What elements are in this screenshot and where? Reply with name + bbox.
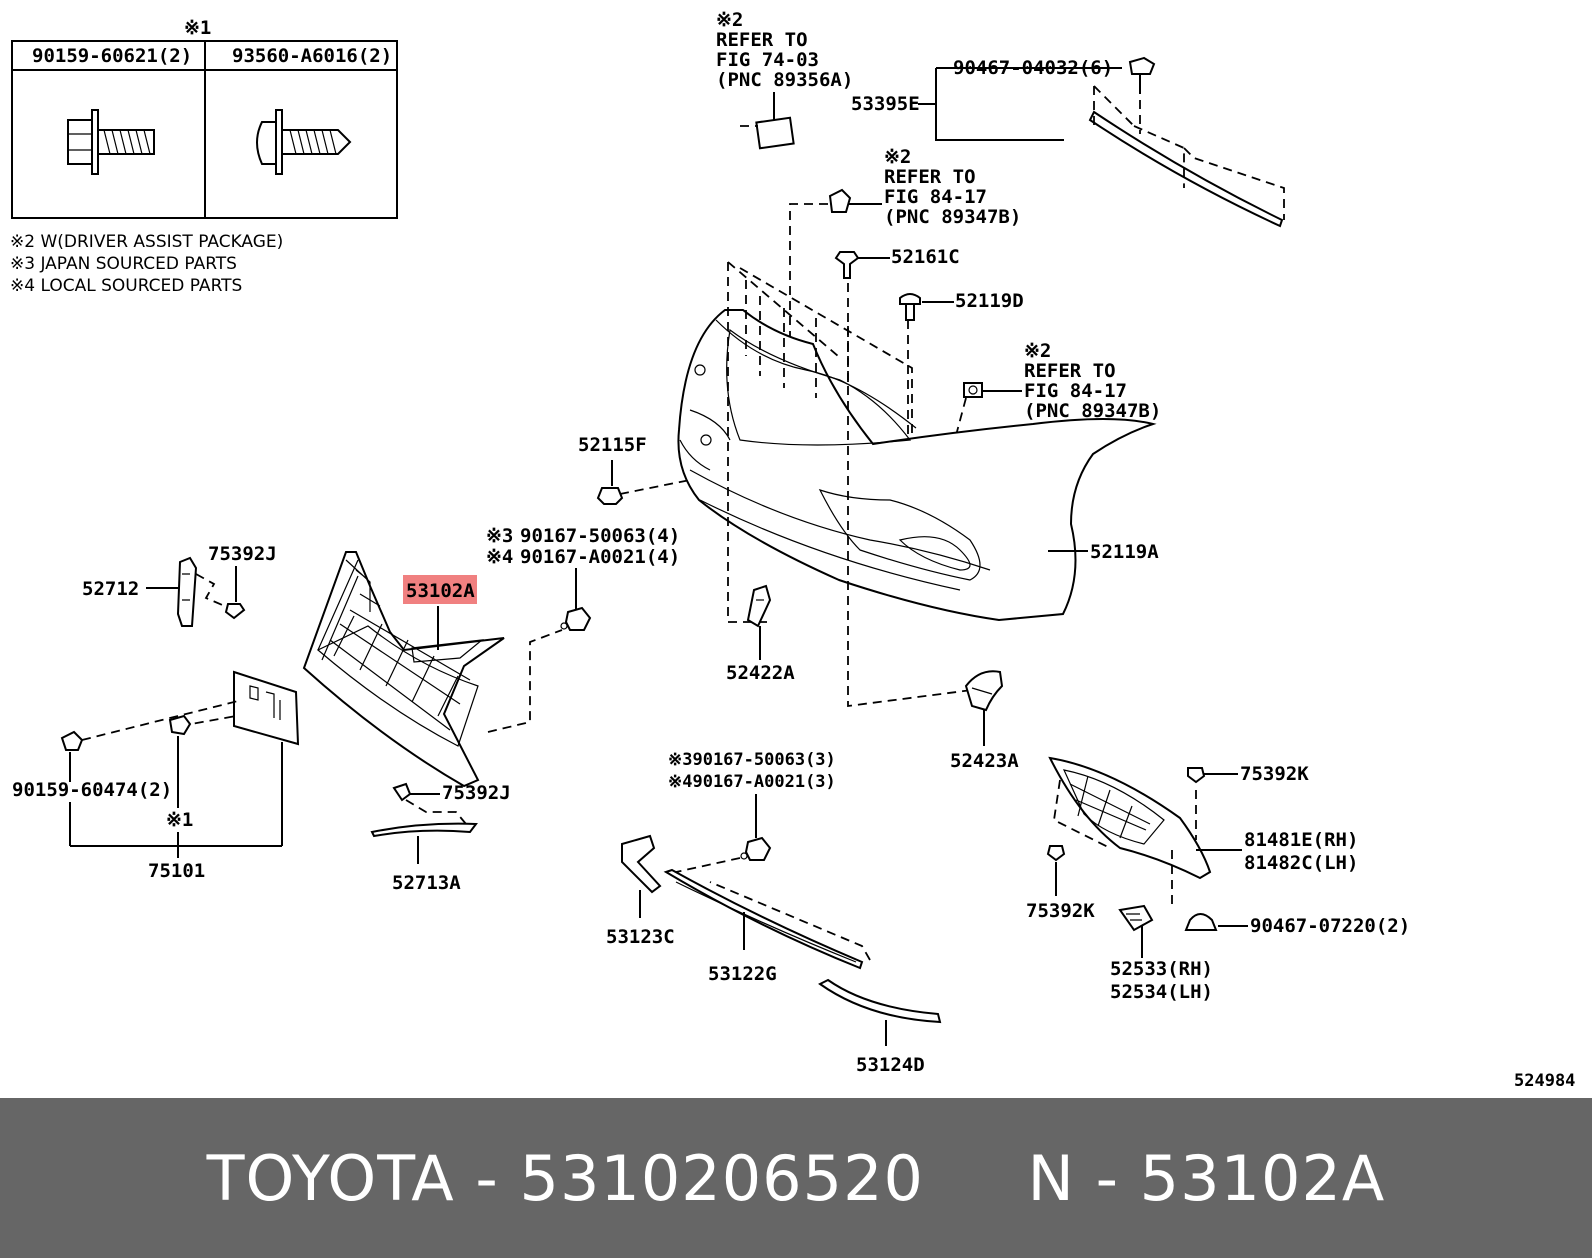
part-53124D-molding: 53124D — [818, 978, 942, 1076]
legend-col2-part: 93560-A6016(2) — [232, 45, 392, 67]
label-90167-A0021-lower: ※490167-A0021(3) — [668, 772, 836, 792]
reference-fig-74-03: ※2 REFER TO FIG 74-03 (PNC 89356A) — [716, 9, 853, 150]
label-52423A: 52423A — [950, 750, 1019, 772]
parts-diagram: ※1 90159-60621(2) 93560-A6016(2) ※2 W(DR… — [10, 9, 1575, 1091]
part-90167-lower-clip: ※390167-50063(3) ※490167-A0021(3) — [668, 750, 836, 873]
label-53102A: 53102A — [406, 580, 475, 602]
notes: ※2 W(DRIVER ASSIST PACKAGE) ※3 JAPAN SOU… — [10, 232, 283, 296]
label-81482C: 81482C(LH) — [1244, 852, 1358, 874]
svg-text:REFER TO: REFER TO — [884, 166, 976, 188]
svg-text:FIG 84-17: FIG 84-17 — [884, 186, 987, 208]
svg-text:※2: ※2 — [1024, 340, 1051, 362]
part-75101-license-bracket: 90159-60474(2) ※1 75101 — [12, 670, 300, 882]
part-52119A-bumper-cover: 52119A — [677, 309, 1159, 622]
svg-text:(PNC 89356A): (PNC 89356A) — [716, 69, 853, 91]
label-75392J-top: 75392J — [208, 543, 277, 565]
part-75392K-clip-bot: 75392K — [1026, 845, 1095, 922]
part-53395E-upper-molding: 90467-04032(6) 53395E — [851, 56, 1285, 228]
footer-bar: TOYOTA - 5310206520 N - 53102A — [0, 1098, 1592, 1258]
part-52422A-bracket: 52422A — [726, 584, 795, 684]
svg-text:REFER TO: REFER TO — [716, 29, 808, 51]
label-52713A: 52713A — [392, 872, 461, 894]
svg-text:※2: ※2 — [884, 146, 911, 168]
tapping-screw-icon — [256, 109, 352, 175]
part-52533-bracket: 52533(RH) 52534(LH) — [1110, 904, 1213, 1003]
label-mark1: ※1 — [166, 809, 193, 831]
label-53122G: 53122G — [708, 963, 777, 985]
label-90167-50063-mark: ※3 — [486, 525, 513, 547]
label-53124D: 53124D — [856, 1054, 925, 1076]
svg-text:FIG 84-17: FIG 84-17 — [1024, 380, 1127, 402]
label-90167-A0021: 90167-A0021(4) — [520, 546, 680, 568]
reference-fig-84-17-b: ※2 REFER TO FIG 84-17 (PNC 89347B) — [930, 340, 1161, 516]
reference-fig-84-17-a: ※2 REFER TO FIG 84-17 (PNC 89347B) — [789, 146, 1021, 374]
label-52533: 52533(RH) — [1110, 958, 1213, 980]
part-81481E-fog-cover: 81481E(RH) 81482C(LH) — [1048, 756, 1358, 910]
fastener-legend-box: ※1 90159-60621(2) 93560-A6016(2) — [11, 17, 398, 219]
label-52115F: 52115F — [578, 434, 647, 456]
label-90467-07220: 90467-07220(2) — [1250, 915, 1410, 937]
svg-text:(PNC 89347B): (PNC 89347B) — [1024, 400, 1161, 422]
label-53395E: 53395E — [851, 93, 920, 115]
svg-text:FIG 74-03: FIG 74-03 — [716, 49, 819, 71]
figure-id: 524984 — [1514, 1071, 1575, 1091]
svg-text:(PNC 89347B): (PNC 89347B) — [884, 206, 1021, 228]
part-52119D-screw: 52119D — [899, 290, 1024, 321]
label-53123C: 53123C — [606, 926, 675, 948]
part-52161C-clip: 52161C — [834, 246, 960, 279]
label-52161C: 52161C — [891, 246, 960, 268]
label-75101: 75101 — [148, 860, 205, 882]
part-52115F-clip: 52115F — [578, 434, 647, 505]
note-driver-assist: ※2 W(DRIVER ASSIST PACKAGE) — [10, 232, 283, 252]
label-81481E: 81481E(RH) — [1244, 829, 1358, 851]
label-90167-A0021-mark: ※4 — [486, 546, 513, 568]
note-japan-sourced: ※3 JAPAN SOURCED PARTS — [10, 254, 237, 274]
label-75392K-top: 75392K — [1240, 763, 1309, 785]
part-53102A-radiator-grille: 53102A — [302, 551, 563, 788]
label-90159-60474: 90159-60474(2) — [12, 779, 172, 801]
label-90167-50063-lower: ※390167-50063(3) — [668, 750, 836, 770]
footer-part-info: TOYOTA - 5310206520 N - 53102A — [206, 1141, 1386, 1215]
note-local-sourced: ※4 LOCAL SOURCED PARTS — [10, 276, 242, 296]
part-52713A-molding: 75392J 52713A — [370, 782, 511, 894]
bumper-leader-lines — [619, 261, 973, 708]
part-52712-bracket: 52712 75392J — [82, 543, 277, 627]
label-75392K-bot: 75392K — [1026, 900, 1095, 922]
label-52422A: 52422A — [726, 662, 795, 684]
label-52534: 52534(LH) — [1110, 981, 1213, 1003]
legend-col1-part: 90159-60621(2) — [32, 45, 192, 67]
label-75392J-bot: 75392J — [442, 782, 511, 804]
svg-text:※2: ※2 — [716, 9, 743, 31]
label-52712: 52712 — [82, 578, 139, 600]
part-90467-07220-clip: 90467-07220(2) — [1184, 913, 1410, 937]
label-90167-50063: 90167-50063(4) — [520, 525, 680, 547]
part-52423A-bracket: 52423A — [950, 670, 1019, 772]
hex-bolt-icon — [67, 109, 155, 175]
highlight-53102A — [403, 575, 477, 604]
label-52119D: 52119D — [955, 290, 1024, 312]
part-53122G-lower-grille: 53122G — [663, 868, 871, 985]
part-53123C-bracket: 53123C — [606, 834, 675, 948]
part-75392K-clip-top: 75392K — [1187, 763, 1309, 785]
legend-marker: ※1 — [184, 17, 211, 39]
svg-text:REFER TO: REFER TO — [1024, 360, 1116, 382]
part-90167-grille-clip: ※3 90167-50063(4) ※4 90167-A0021(4) — [486, 525, 680, 631]
label-52119A: 52119A — [1090, 541, 1159, 563]
